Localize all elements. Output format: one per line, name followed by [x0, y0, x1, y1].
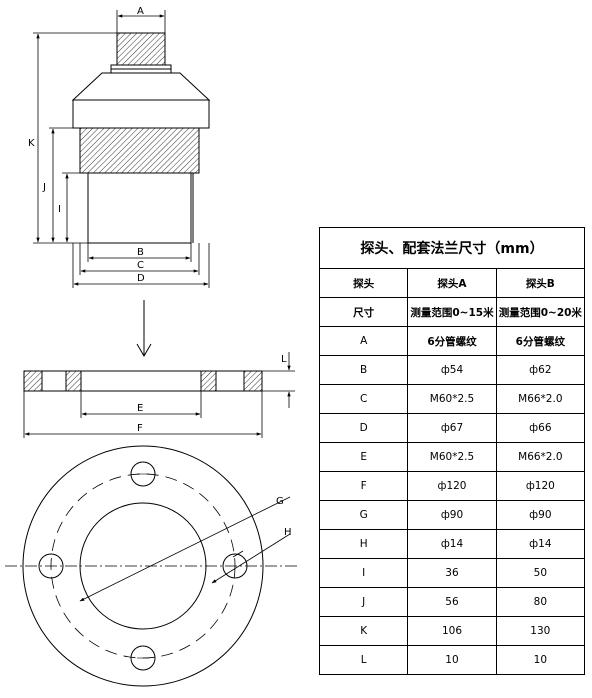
flange-dimensions — [23, 352, 295, 438]
probe-body-thread — [79, 127, 200, 174]
flange-inner-circle — [79, 502, 207, 630]
probe-lower-tube — [87, 172, 192, 244]
row-value-probe-b: M66*2.0 — [495, 442, 586, 472]
flange-section — [23, 370, 263, 392]
flange-outline — [23, 370, 263, 392]
row-value-probe-a: M60*2.5 — [407, 442, 497, 472]
header-probe-b: 探头B — [495, 268, 586, 298]
down-arrow — [136, 300, 152, 357]
label-J: J — [42, 182, 46, 193]
row-dimension: K — [318, 616, 409, 646]
row-value-probe-a: ф90 — [407, 500, 497, 530]
label-I: I — [58, 204, 61, 215]
row-dimension: A — [318, 326, 409, 356]
row-value-probe-b: 80 — [495, 587, 586, 617]
label-L: L — [281, 354, 287, 365]
bolt-hole-top — [130, 461, 156, 487]
probe-head-band — [72, 99, 210, 129]
label-B: B — [137, 247, 144, 258]
row-dimension: F — [318, 471, 409, 501]
row-value-probe-a: 10 — [407, 645, 497, 675]
row-value-probe-b: ф90 — [495, 500, 586, 530]
bolt-hole-right — [222, 553, 248, 579]
table-header-row: 探头 探头A 探头B — [318, 268, 586, 298]
header-range-a: 测量范围0~15米 — [407, 297, 497, 327]
header-probe-a: 探头A — [407, 268, 497, 298]
label-H: H — [284, 527, 292, 538]
row-value-probe-b: 50 — [495, 558, 586, 588]
probe-cone — [71, 72, 211, 101]
row-value-probe-b: 10 — [495, 645, 586, 675]
flange-top-dimensions — [79, 496, 291, 602]
row-value-probe-b: 6分管螺纹 — [495, 326, 586, 356]
row-value-probe-b: ф66 — [495, 413, 586, 443]
row-value-probe-b: ф120 — [495, 471, 586, 501]
row-value-probe-a: M60*2.5 — [407, 384, 497, 414]
row-dimension: G — [318, 500, 409, 530]
row-dimension: C — [318, 384, 409, 414]
bolt-hole-left — [38, 553, 64, 579]
bolt-hole-bottom — [130, 645, 156, 671]
dimension-labels: A K J I B C D L E F G H — [28, 6, 292, 538]
row-dimension: J — [318, 587, 409, 617]
row-value-probe-a: ф67 — [407, 413, 497, 443]
row-dimension: B — [318, 355, 409, 385]
row-dimension: I — [318, 558, 409, 588]
label-E: E — [137, 403, 143, 414]
dimension-table-body: 探头、配套法兰尺寸（mm） 探头 探头A 探头B 尺寸 测量范围0~15米 测量… — [318, 227, 586, 675]
label-K: K — [28, 138, 35, 149]
label-D: D — [137, 273, 145, 284]
table-header-row: 尺寸 测量范围0~15米 测量范围0~20米 — [318, 297, 586, 327]
row-dimension: D — [318, 413, 409, 443]
probe-dimensions — [33, 10, 210, 288]
row-value-probe-a: 56 — [407, 587, 497, 617]
flange-outer-circle — [22, 445, 264, 687]
header-range-b: 测量范围0~20米 — [495, 297, 586, 327]
header-probe: 探头 — [318, 268, 409, 298]
row-dimension: E — [318, 442, 409, 472]
row-value-probe-a: 6分管螺纹 — [407, 326, 497, 356]
row-value-probe-a: 36 — [407, 558, 497, 588]
header-size: 尺寸 — [318, 297, 409, 327]
row-dimension: L — [318, 645, 409, 675]
row-value-probe-a: ф14 — [407, 529, 497, 559]
table-title-row: 探头、配套法兰尺寸（mm） — [319, 227, 585, 269]
row-value-probe-a: ф54 — [407, 355, 497, 385]
table-title: 探头、配套法兰尺寸（mm） — [319, 227, 585, 269]
label-A: A — [137, 6, 144, 17]
row-value-probe-b: ф14 — [495, 529, 586, 559]
label-F: F — [137, 423, 143, 434]
row-value-probe-a: 106 — [407, 616, 497, 646]
row-dimension: H — [318, 529, 409, 559]
label-C: C — [137, 260, 144, 271]
row-value-probe-a: ф120 — [407, 471, 497, 501]
row-value-probe-b: 130 — [495, 616, 586, 646]
row-value-probe-b: ф62 — [495, 355, 586, 385]
probe-side-view — [71, 32, 211, 244]
probe-top-thread — [116, 32, 166, 66]
label-G: G — [276, 496, 284, 507]
dimension-table: 探头、配套法兰尺寸（mm） 探头 探头A 探头B 尺寸 测量范围0~15米 测量… — [318, 227, 586, 675]
row-value-probe-b: M66*2.0 — [495, 384, 586, 414]
